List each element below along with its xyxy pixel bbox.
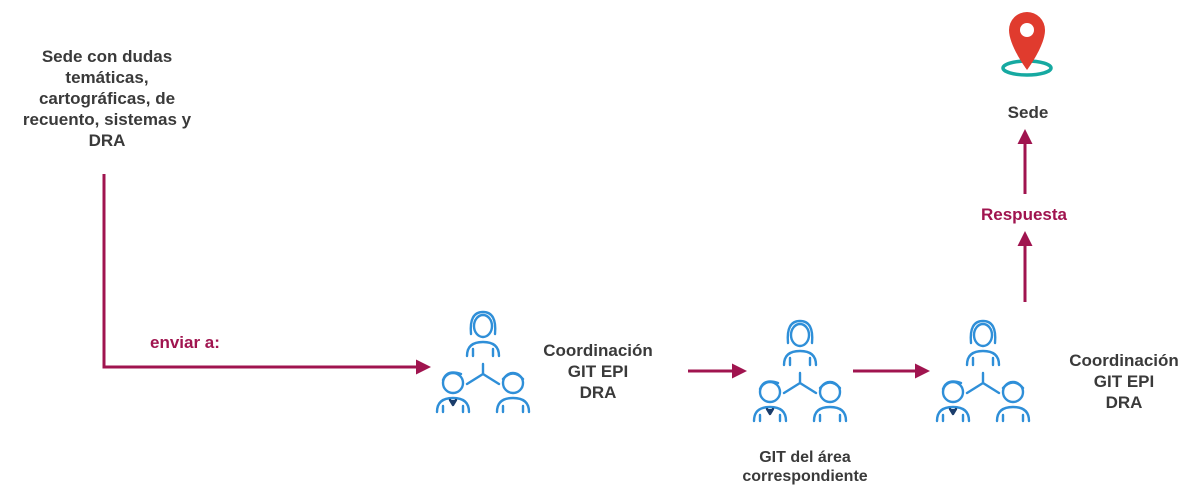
send-arrow (102, 174, 431, 375)
location-pin-icon (1001, 12, 1053, 77)
send-label: enviar a: (150, 333, 220, 352)
destination-label: Sede (1007, 103, 1049, 122)
team-icon (752, 319, 848, 423)
team-icon (935, 319, 1031, 423)
source-note: Sede con dudas temáticas, cartográficas,… (22, 47, 192, 150)
response-label: Respuesta (981, 205, 1067, 224)
coordination-label-left: Coordinación GIT EPI DRA (543, 341, 653, 402)
coordination-label-right: Coordinación GIT EPI DRA (1069, 351, 1179, 412)
team-icon (435, 310, 531, 414)
area-group-label: GIT del área correspondiente (742, 449, 868, 485)
